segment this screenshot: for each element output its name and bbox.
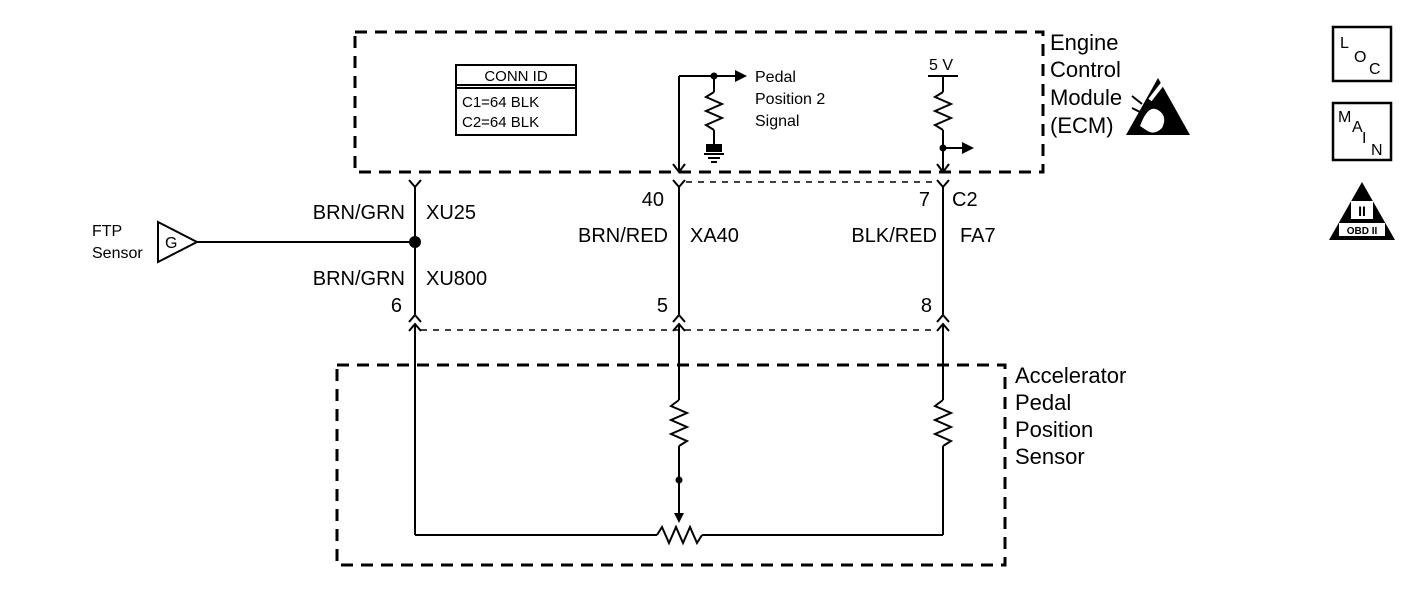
svg-text:L: L [1340,35,1349,52]
svg-text:Position 2: Position 2 [755,91,825,108]
wire-middle [668,179,690,523]
right-connector: C2 [952,189,978,211]
svg-text:N: N [1371,142,1383,159]
conn-id-line-1: C1=64 BLK [462,94,539,111]
conn-id-title: CONN ID [484,68,548,85]
ecm-boundary [353,30,1045,174]
right-pin-top: 7 [919,189,930,211]
right-pin-bottom: 8 [921,295,932,317]
svg-text:Module: Module [1050,85,1122,110]
svg-text:II: II [1358,203,1366,219]
obd-ii-icon: II OBD II [1329,182,1395,240]
middle-pin-top: 40 [642,189,664,211]
svg-text:O: O [1354,49,1366,66]
svg-text:Control: Control [1050,57,1121,82]
svg-text:I: I [1362,130,1366,147]
sensor-label: Accelerator Pedal Position Sensor [1015,363,1126,469]
esd-warning-icon [1126,78,1190,135]
svg-text:M: M [1338,109,1351,126]
svg-text:(ECM): (ECM) [1050,113,1114,138]
conn-id-line-2: C2=64 BLK [462,114,539,131]
wire-left [197,179,422,535]
left-color-top: BRN/GRN [313,202,405,224]
ftp-label-2: Sensor [92,245,143,262]
potentiometer [415,524,943,546]
ftp-connector-letter: G [165,235,177,252]
pedal-signal-label: Pedal Position 2 Signal [755,69,825,130]
left-circuit-top: XU25 [426,202,476,224]
right-color: BLK/RED [851,225,937,247]
left-color-bottom: BRN/GRN [313,268,405,290]
svg-text:C: C [1369,61,1381,78]
svg-text:OBD II: OBD II [1347,226,1378,237]
pedal-position-2-circuit [672,70,747,174]
five-volt-reference-circuit [928,75,974,174]
svg-text:Signal: Signal [755,113,799,130]
right-circuit: FA7 [960,225,996,247]
svg-text:Pedal: Pedal [755,69,796,86]
left-pin-bottom: 6 [391,295,402,317]
svg-text:Engine: Engine [1050,30,1119,55]
middle-color: BRN/RED [578,225,668,247]
middle-circuit: XA40 [690,225,739,247]
loc-icon: L O C [1331,25,1393,83]
svg-text:A: A [1352,119,1363,136]
sensor-boundary [335,363,1007,567]
main-icon: M A I N [1331,101,1393,162]
middle-pin-bottom: 5 [657,295,668,317]
ecm-label: Engine Control Module (ECM) [1050,30,1122,138]
svg-text:Pedal: Pedal [1015,390,1071,415]
svg-text:Sensor: Sensor [1015,444,1085,469]
ftp-sensor: G FTP Sensor [92,220,200,264]
conn-id-box: CONN ID C1=64 BLK C2=64 BLK [455,64,577,136]
svg-text:Accelerator: Accelerator [1015,363,1126,388]
ftp-label-1: FTP [92,223,122,240]
svg-text:Position: Position [1015,417,1093,442]
wire-right [932,179,954,535]
left-circuit-bottom: XU800 [426,268,487,290]
voltage-label: 5 V [929,57,953,74]
